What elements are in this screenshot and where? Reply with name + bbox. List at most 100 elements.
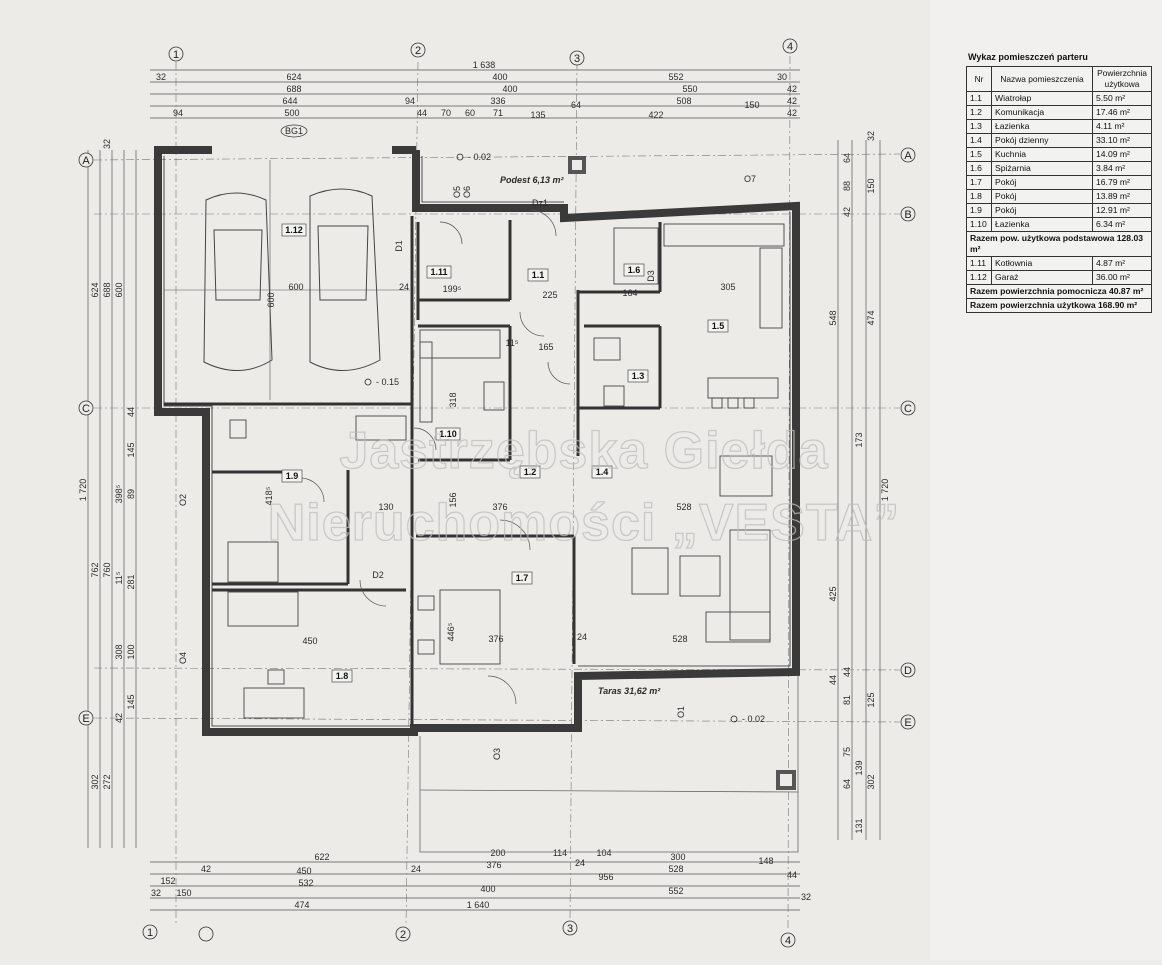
svg-text:139: 139 — [854, 760, 864, 775]
exterior-walls — [154, 146, 800, 736]
svg-text:- 0.02: - 0.02 — [742, 714, 765, 724]
svg-text:30: 30 — [777, 72, 787, 82]
svg-text:24: 24 — [411, 864, 421, 874]
svg-text:528: 528 — [672, 634, 687, 644]
svg-text:44: 44 — [787, 870, 797, 880]
svg-text:508: 508 — [676, 96, 691, 106]
svg-text:32: 32 — [801, 892, 811, 902]
right-dimension-lines — [837, 140, 881, 840]
svg-text:4: 4 — [785, 935, 791, 947]
svg-text:150: 150 — [176, 888, 191, 898]
svg-text:64: 64 — [842, 153, 852, 163]
svg-text:44: 44 — [828, 675, 838, 685]
room-schedule-title: Wykaz pomieszczeń parteru — [968, 52, 1088, 62]
svg-text:550: 550 — [682, 84, 697, 94]
svg-text:376: 376 — [492, 502, 507, 512]
svg-text:D: D — [904, 665, 912, 677]
svg-text:32: 32 — [866, 131, 876, 141]
grid-axes — [93, 55, 901, 931]
svg-text:104: 104 — [596, 848, 611, 858]
svg-text:O1: O1 — [676, 706, 686, 718]
svg-text:C: C — [82, 403, 90, 415]
svg-text:75: 75 — [842, 747, 852, 757]
left-dimension-lines — [87, 150, 137, 848]
svg-text:145: 145 — [126, 694, 136, 709]
svg-text:131: 131 — [854, 818, 864, 833]
svg-text:C: C — [904, 403, 912, 415]
interior-walls — [164, 216, 662, 726]
svg-text:164: 164 — [622, 288, 637, 298]
svg-text:42: 42 — [787, 108, 797, 118]
furniture — [227, 223, 785, 719]
total-row: Razem powierzchnia użytkowa 168.90 m² — [966, 298, 1152, 313]
room-1-2: 1.2 — [524, 467, 537, 477]
svg-text:156: 156 — [448, 492, 458, 507]
bottom-dimension-texts: 622 200 114 104 300 148 42 450 24 376 24… — [151, 848, 811, 910]
svg-text:762: 762 — [90, 562, 100, 577]
svg-text:42: 42 — [201, 864, 211, 874]
svg-text:336: 336 — [490, 96, 505, 106]
svg-text:760: 760 — [102, 562, 112, 577]
svg-text:688: 688 — [286, 84, 301, 94]
svg-text:425: 425 — [828, 586, 838, 601]
svg-text:199⁵: 199⁵ — [443, 284, 462, 294]
svg-text:318: 318 — [448, 392, 458, 407]
svg-text:94: 94 — [405, 96, 415, 106]
svg-text:600: 600 — [114, 282, 124, 297]
svg-text:11⁵: 11⁵ — [114, 571, 124, 584]
svg-text:165: 165 — [538, 342, 553, 352]
room-1-12: 1.12 — [285, 225, 303, 235]
svg-text:302: 302 — [866, 774, 876, 789]
room-1-4: 1.4 — [596, 467, 609, 477]
svg-text:O4: O4 — [178, 652, 188, 664]
table-header: Nr Nazwa pomieszczenia Powierzchnia użyt… — [966, 66, 1152, 92]
grid-axis-labels: 1 2 3 4 1 2 3 4 A C E A B C D E — [82, 41, 912, 947]
room-1-9: 1.9 — [286, 471, 299, 481]
svg-text:64: 64 — [571, 100, 581, 110]
svg-text:3: 3 — [567, 923, 573, 935]
svg-text:956: 956 — [598, 872, 613, 882]
svg-text:422: 422 — [648, 110, 663, 120]
svg-text:552: 552 — [668, 886, 683, 896]
svg-text:O6: O6 — [462, 186, 472, 198]
room-1-8: 1.8 — [336, 671, 349, 681]
grid-axis-bubbles — [78, 38, 916, 948]
svg-text:Nieruchomości „VESTA”: Nieruchomości „VESTA” — [268, 494, 901, 552]
svg-text:173: 173 — [854, 432, 864, 447]
svg-text:150: 150 — [866, 178, 876, 193]
svg-text:305: 305 — [720, 282, 735, 292]
svg-text:E: E — [82, 713, 89, 725]
svg-text:308: 308 — [114, 644, 124, 659]
garage-door-mark — [164, 160, 410, 400]
inner-dimensions: 600 600 24 305 225 164 199⁵ 11⁵ 165 528 … — [264, 282, 736, 646]
svg-text:D2: D2 — [372, 570, 384, 580]
top-dimension-lines — [150, 69, 800, 119]
svg-text:32: 32 — [151, 888, 161, 898]
svg-text:624: 624 — [90, 282, 100, 297]
svg-text:150: 150 — [744, 100, 759, 110]
svg-text:2: 2 — [415, 45, 421, 57]
terrace-outline — [419, 676, 799, 853]
room-1-6: 1.6 — [628, 265, 641, 275]
svg-text:44: 44 — [417, 108, 427, 118]
svg-text:70: 70 — [441, 108, 451, 118]
subtotal-aux-row: Razem powierzchnia pomocnicza 40.87 m² — [966, 284, 1152, 299]
svg-text:1: 1 — [147, 927, 153, 939]
svg-text:272: 272 — [102, 774, 112, 789]
svg-text:88: 88 — [842, 181, 852, 191]
svg-text:Jastrzębska Giełda: Jastrzębska Giełda — [339, 422, 828, 480]
room-1-7: 1.7 — [516, 573, 529, 583]
svg-text:E: E — [904, 717, 911, 729]
svg-text:A: A — [904, 150, 912, 162]
opening-tags: O5 O6 O7 O1 O2 O3 O4 D1 D2 D3 Dz1 — [178, 174, 756, 760]
svg-text:376: 376 — [486, 860, 501, 870]
svg-text:42: 42 — [787, 84, 797, 94]
garage-cars — [203, 188, 381, 371]
svg-text:400: 400 — [502, 84, 517, 94]
